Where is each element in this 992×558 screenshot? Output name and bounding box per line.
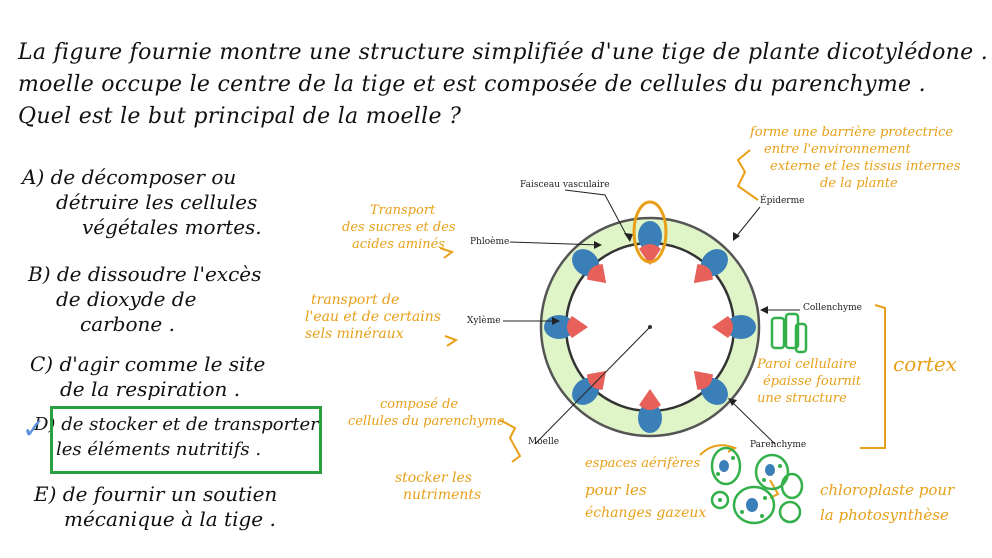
xylem-patch	[693, 370, 713, 390]
leader-phloeme	[509, 241, 601, 246]
annotation-strokes	[439, 149, 886, 499]
xylem-patch	[639, 389, 661, 410]
bundle-highlight	[632, 200, 668, 264]
phloem-patch	[638, 221, 662, 251]
label-phloeme: Phloème	[470, 237, 510, 247]
xylem-patch	[712, 316, 733, 338]
option-b-line: de dioxyde de	[56, 287, 197, 311]
option-a-line: détruire les cellules	[56, 190, 258, 214]
note-chloroplaste: chloroplaste pour la photosynthèse	[820, 481, 955, 524]
option-a[interactable]: A) de décomposer ou détruire les cellule…	[22, 165, 292, 240]
option-d-line: de stocker et de transporter	[61, 414, 319, 435]
option-b-letter: B)	[28, 262, 51, 286]
question-line-2: moelle occupe le centre de la tige et es…	[18, 72, 926, 97]
option-d-line: les éléments nutritifs .	[56, 439, 262, 460]
option-c[interactable]: C) d'agir comme le site de la respiratio…	[30, 352, 300, 402]
label-parenchyme: Parenchyme	[750, 440, 807, 450]
label-collenchyme: Collenchyme	[803, 303, 862, 313]
label-faisceau-vasculaire: Faisceau vasculaire	[520, 180, 610, 190]
xylem-patch	[639, 244, 661, 265]
leader-faisceau	[564, 189, 629, 239]
collenchyma-cells	[770, 312, 808, 354]
leader-lines	[503, 189, 800, 445]
label-moelle: Moelle	[528, 437, 560, 447]
option-b[interactable]: B) de dissoudre l'excès de dioxyde de ca…	[28, 262, 298, 337]
note-transport-eau: transport de l'eau et de certains sels m…	[305, 292, 441, 342]
vascular-bundles	[544, 221, 756, 433]
option-b-line: de dissoudre l'excès	[56, 262, 262, 286]
option-a-line: végétales mortes.	[82, 215, 262, 239]
note-compose: composé de cellules du parenchyme	[348, 397, 505, 429]
note-espaces: espaces aérifères pour les échanges gaze…	[585, 456, 707, 521]
option-a-letter: A)	[22, 165, 45, 189]
option-e-line: de fournir un soutien	[62, 482, 278, 506]
leader-arrowheads	[552, 232, 768, 406]
leader-epiderme	[734, 206, 761, 239]
cortex-brace	[860, 304, 886, 449]
xylem-patch	[587, 264, 607, 284]
xylem-patch	[693, 264, 713, 284]
note-cortex: cortex	[893, 352, 957, 376]
option-e[interactable]: E) de fournir un soutien mécanique à la …	[34, 482, 304, 532]
note-stocker: stocker les nutriments	[395, 470, 482, 503]
option-c-letter: C)	[30, 352, 54, 376]
arrow-espaces	[699, 444, 738, 456]
checkmark-icon: ✓	[22, 412, 46, 445]
option-b-line: carbone .	[80, 312, 175, 336]
leader-moelle	[534, 326, 651, 445]
answer-highlight-box	[50, 406, 322, 474]
note-transport-sucres: Transport des sucres et des acides aminé…	[342, 203, 456, 252]
option-c-line: de la respiration .	[60, 377, 241, 401]
label-xyleme: Xylème	[467, 316, 501, 326]
option-e-letter: E)	[34, 482, 57, 506]
parenchyma-cells	[710, 446, 804, 525]
option-e-line: mécanique à la tige .	[64, 507, 276, 531]
note-barriere: forme une barrière protectrice entre l'e…	[750, 125, 961, 191]
label-epiderme: Épiderme	[760, 196, 805, 206]
leader-parenchyme	[729, 399, 776, 445]
xylem-patch	[587, 370, 607, 390]
note-paroi: Paroi cellulaire épaisse fournit une str…	[757, 357, 862, 406]
arrow-sucres	[439, 247, 455, 259]
phloem-patch	[638, 403, 662, 433]
phloem-patch	[726, 315, 756, 339]
xylem-patch	[567, 316, 588, 338]
arrow-compose	[499, 419, 522, 463]
question-line-3: Quel est le but principal de la moelle ?	[18, 104, 462, 129]
option-c-line: d'agir comme le site	[59, 352, 266, 376]
option-a-line: de décomposer ou	[50, 165, 237, 189]
arrow-eau	[444, 335, 459, 347]
question-line-1: La figure fournie montre une structure s…	[18, 40, 992, 65]
arrow-barriere	[736, 149, 759, 201]
